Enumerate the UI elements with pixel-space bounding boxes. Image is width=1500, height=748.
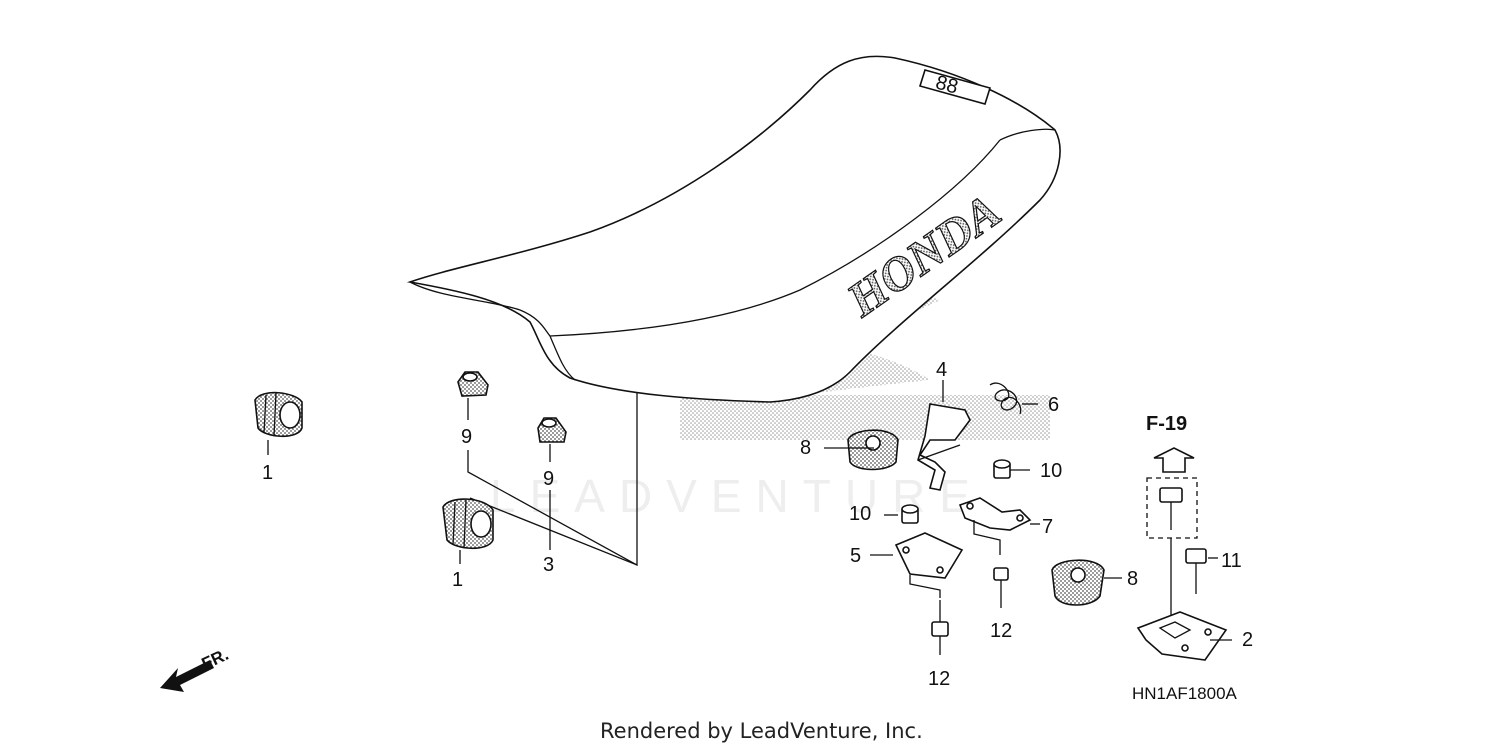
callout-6: 6 <box>1048 394 1059 416</box>
callout-7: 7 <box>1042 516 1053 538</box>
callout-12: 12 <box>990 620 1012 642</box>
callout-1: 1 <box>452 569 463 591</box>
castle-nut-8b <box>1051 559 1105 606</box>
credit-text: Rendered by LeadVenture, Inc. <box>600 719 923 743</box>
diagram-code: HN1AF1800A <box>1132 684 1238 703</box>
callout-9: 9 <box>461 426 472 448</box>
clip-plate-2 <box>1136 611 1232 661</box>
bolt-12a <box>993 567 1009 608</box>
base-plate-5 <box>870 532 964 598</box>
callout-9: 9 <box>543 468 554 490</box>
spring-6 <box>989 382 1038 415</box>
callout-5: 5 <box>850 545 861 567</box>
callout-11: 11 <box>1221 550 1242 572</box>
rubber-stopper-9a <box>457 371 489 397</box>
cushion-part-1a <box>254 391 303 438</box>
latch-hook-4 <box>917 380 971 491</box>
callout-1: 1 <box>262 462 273 484</box>
callout-10: 10 <box>1040 460 1062 482</box>
castle-nut-8a <box>847 429 899 471</box>
bracket-7 <box>958 497 1040 555</box>
rubber-stopper-9b <box>537 417 567 443</box>
collar-10a <box>993 459 1011 479</box>
bolt-12b <box>931 600 949 655</box>
callout-2: 2 <box>1242 629 1253 651</box>
callout-10: 10 <box>849 503 871 525</box>
callout-8: 8 <box>1127 568 1138 590</box>
callout-4: 4 <box>936 359 947 381</box>
reference-group <box>1146 447 1198 625</box>
watermark-text: LEADVENTURE <box>490 470 984 522</box>
bolt-11 <box>1185 548 1218 594</box>
seat: 88 HONDA <box>406 55 1061 403</box>
reference-label: F-19 <box>1146 413 1187 435</box>
front-arrow-icon <box>160 660 214 692</box>
callout-3: 3 <box>543 554 554 576</box>
callout-12: 12 <box>928 668 950 690</box>
collar-10b <box>884 504 919 524</box>
callout-8: 8 <box>800 437 811 459</box>
cushion-part-1b <box>442 498 494 550</box>
